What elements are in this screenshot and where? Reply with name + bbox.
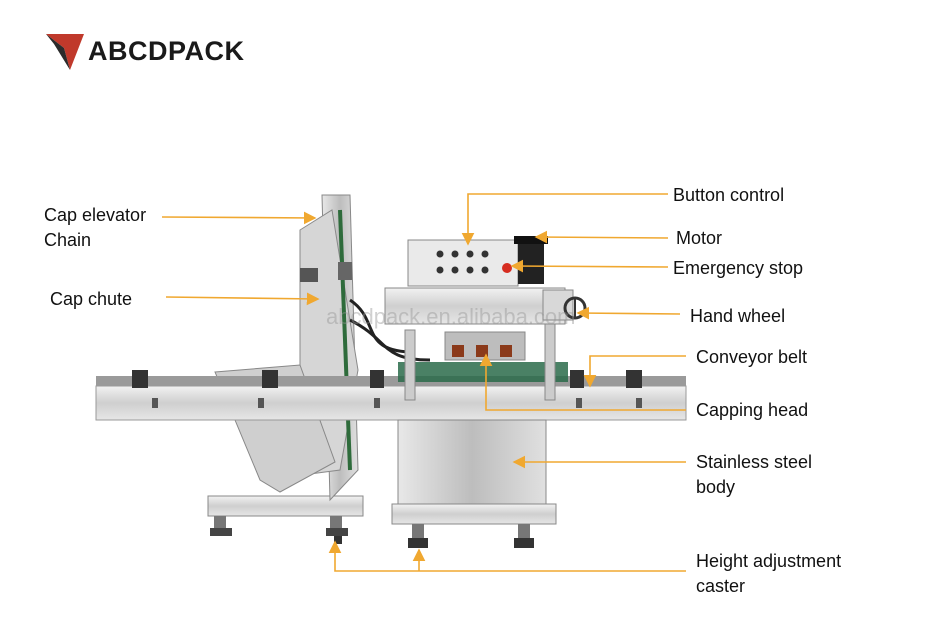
brand-logo-icon (46, 34, 84, 70)
label-button-control: Button control (673, 185, 785, 205)
label-height-adjustment-caster: Height adjustment caster (696, 551, 842, 596)
label-motor: Motor (676, 228, 723, 248)
stainless-body (391, 419, 557, 548)
label-hand-wheel: Hand wheel (690, 306, 786, 326)
label-stainless-steel-body: Stainless steel body (696, 452, 813, 497)
label-cap-elevator-chain: Cap elevator Chain (44, 205, 147, 250)
leader-lines (161, 193, 686, 572)
elevator-base (207, 495, 364, 544)
capping-assembly (384, 236, 587, 401)
brand-logo: ABCDPACK (44, 30, 245, 72)
brand-name: ABCDPACK (88, 35, 245, 66)
watermark: abcdpack.en.alibaba.com (326, 304, 576, 329)
label-cap-chute: Cap chute (50, 289, 133, 309)
label-emergency-stop: Emergency stop (673, 258, 804, 278)
conveyor (95, 370, 687, 421)
label-conveyor-belt: Conveyor belt (696, 347, 808, 367)
label-capping-head: Capping head (696, 400, 809, 420)
